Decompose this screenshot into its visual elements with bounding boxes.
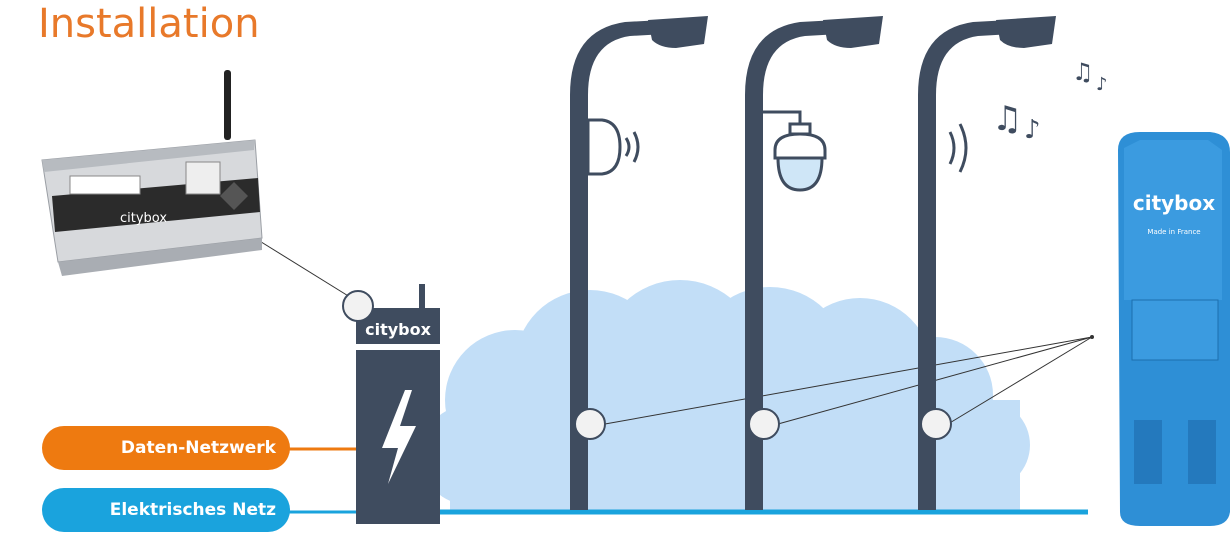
- data-network-label: Daten-Netzwerk: [42, 426, 290, 470]
- street-light-3: [918, 16, 1056, 510]
- svg-text:♪: ♪: [1024, 115, 1041, 145]
- svg-text:♫: ♫: [1072, 58, 1094, 86]
- node-subtitle: Made in France: [1147, 228, 1200, 236]
- speaker-icon: [586, 118, 640, 176]
- street-light-1: [570, 16, 708, 510]
- music-note-icon: ♫ ♪ ♫ ♪: [992, 58, 1108, 145]
- node-anchor: [1090, 335, 1094, 339]
- antenna-icon: [224, 70, 231, 140]
- cloud-area: [420, 280, 1030, 510]
- controller-callout-line: [257, 239, 359, 303]
- street-light-2: [745, 16, 883, 510]
- sound-wave-icon: [948, 123, 968, 173]
- svg-text:♫: ♫: [992, 99, 1022, 139]
- cabinet: [342, 284, 440, 524]
- citybox-node-device: [1118, 132, 1230, 526]
- cabinet-logo: citybox: [365, 320, 431, 339]
- controller-device: [41, 70, 263, 276]
- electric-network-label: Elektrisches Netz: [42, 488, 290, 532]
- pole-node-markers: [574, 408, 952, 440]
- controller-logo: citybox: [120, 211, 167, 226]
- node-logo: citybox: [1133, 191, 1215, 215]
- page-title: Installation: [38, 1, 260, 47]
- camera-icon: [763, 110, 827, 192]
- svg-text:♪: ♪: [1096, 74, 1108, 95]
- antenna-icon: [419, 284, 425, 324]
- lightning-icon: [382, 390, 416, 484]
